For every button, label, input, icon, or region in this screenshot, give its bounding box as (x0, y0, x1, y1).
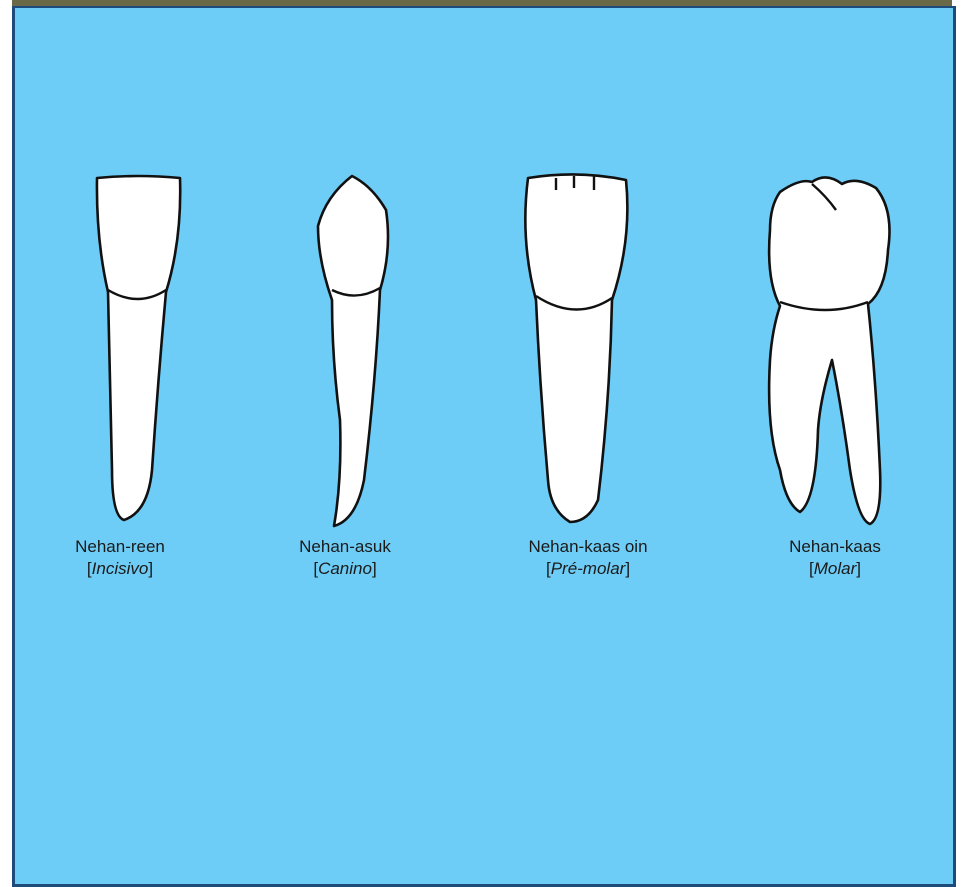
premolar-name: Nehan-kaas oin (488, 536, 688, 558)
incisor-portuguese: [Incisivo] (20, 558, 220, 580)
canine-name: Nehan-asuk (245, 536, 445, 558)
label-premolar: Nehan-kaas oin [Pré-molar] (488, 536, 688, 580)
label-molar: Nehan-kaas [Molar] (735, 536, 935, 580)
canine-portuguese: [Canino] (245, 558, 445, 580)
incisor-icon (97, 176, 180, 520)
premolar-portuguese: [Pré-molar] (488, 558, 688, 580)
molar-name: Nehan-kaas (735, 536, 935, 558)
label-canine: Nehan-asuk [Canino] (245, 536, 445, 580)
premolar-icon (525, 174, 627, 522)
label-incisor: Nehan-reen [Incisivo] (20, 536, 220, 580)
molar-icon (769, 177, 889, 524)
molar-portuguese: [Molar] (735, 558, 935, 580)
canine-icon (318, 176, 388, 526)
incisor-name: Nehan-reen (20, 536, 220, 558)
